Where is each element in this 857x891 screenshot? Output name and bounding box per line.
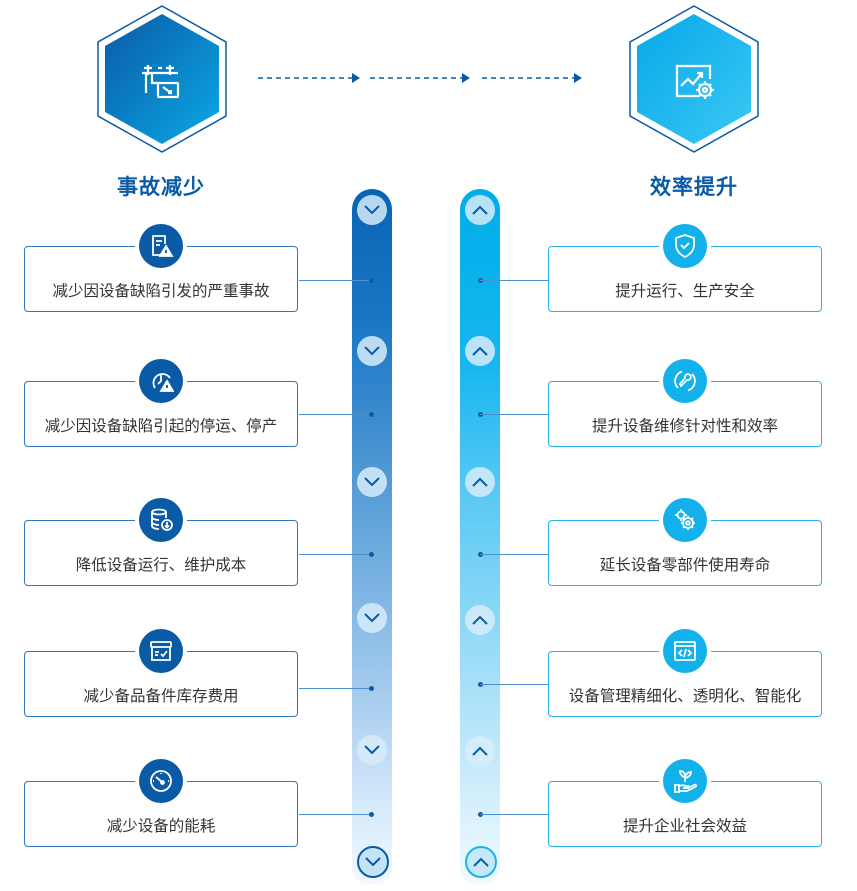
chevron-down-icon[interactable] — [357, 467, 387, 497]
hand-plant-icon — [663, 759, 707, 803]
chevron-down-icon[interactable] — [357, 735, 387, 765]
item-label: 延长设备零部件使用寿命 — [599, 556, 771, 574]
document-warning-icon — [139, 224, 183, 268]
item-label: 设备管理精细化、透明化、智能化 — [568, 687, 802, 705]
chart-gear-icon — [664, 49, 724, 109]
right-item-card: 延长设备零部件使用寿命 — [548, 498, 822, 586]
item-label: 减少设备的能耗 — [106, 817, 216, 835]
chevron-down-icon[interactable] — [357, 846, 389, 878]
gears-icon — [663, 498, 707, 542]
chevron-up-icon[interactable] — [465, 605, 495, 635]
chevron-up-icon[interactable] — [465, 195, 495, 225]
flow-arrows — [258, 73, 582, 83]
left-item-card: 减少因设备缺陷引起的停运、停产 — [24, 359, 298, 447]
connector-line — [480, 684, 548, 685]
connector-line — [299, 414, 371, 415]
connector-line — [299, 814, 371, 815]
arrow-head-icon — [352, 73, 360, 83]
connector-dot — [369, 412, 374, 417]
item-label: 减少因设备缺陷引发的严重事故 — [52, 282, 270, 300]
left-column-title: 事故减少 — [117, 175, 205, 199]
power-line-monitor-icon — [132, 49, 192, 109]
connector-dot — [369, 812, 374, 817]
right-item-card: 设备管理精细化、透明化、智能化 — [548, 629, 822, 717]
arrow-head-icon — [462, 73, 470, 83]
connector-line — [299, 554, 371, 555]
right-hexagon — [626, 4, 762, 154]
box-check-icon — [139, 629, 183, 673]
item-label: 提升设备维修针对性和效率 — [591, 417, 778, 435]
connector-dot — [369, 552, 374, 557]
left-track — [352, 189, 392, 884]
item-label: 提升运行、生产安全 — [615, 282, 755, 300]
connector-dot — [369, 278, 374, 283]
connector-line — [480, 414, 548, 415]
chevron-up-icon[interactable] — [465, 336, 495, 366]
gauge-icon — [139, 759, 183, 803]
connector-dot — [369, 686, 374, 691]
shield-check-icon — [663, 224, 707, 268]
item-label: 减少因设备缺陷引起的停运、停产 — [44, 417, 278, 435]
item-label: 降低设备运行、维护成本 — [75, 556, 247, 574]
left-hexagon — [94, 4, 230, 154]
item-label: 减少备品备件库存费用 — [83, 687, 239, 705]
chevron-down-icon[interactable] — [357, 603, 387, 633]
left-item-card: 减少备品备件库存费用 — [24, 629, 298, 717]
database-download-icon — [139, 498, 183, 542]
connector-line — [480, 814, 548, 815]
left-item-card: 减少因设备缺陷引发的严重事故 — [24, 224, 298, 312]
right-column-title: 效率提升 — [650, 175, 738, 199]
chevron-up-icon[interactable] — [465, 846, 497, 878]
code-window-icon — [663, 629, 707, 673]
chevron-up-icon[interactable] — [465, 467, 495, 497]
right-item-card: 提升运行、生产安全 — [548, 224, 822, 312]
item-label: 提升企业社会效益 — [622, 817, 747, 835]
chevron-up-icon[interactable] — [465, 736, 495, 766]
right-item-card: 提升设备维修针对性和效率 — [548, 359, 822, 447]
connector-line — [480, 554, 548, 555]
clock-warning-icon — [139, 359, 183, 403]
arrow-head-icon — [574, 73, 582, 83]
right-item-card: 提升企业社会效益 — [548, 759, 822, 847]
left-item-card: 降低设备运行、维护成本 — [24, 498, 298, 586]
connector-line — [299, 688, 371, 689]
chevron-down-icon[interactable] — [357, 195, 387, 225]
chevron-down-icon[interactable] — [357, 336, 387, 366]
connector-line — [299, 280, 371, 281]
right-track — [460, 189, 500, 884]
wrench-cycle-icon — [663, 359, 707, 403]
connector-line — [480, 280, 548, 281]
left-item-card: 减少设备的能耗 — [24, 759, 298, 847]
